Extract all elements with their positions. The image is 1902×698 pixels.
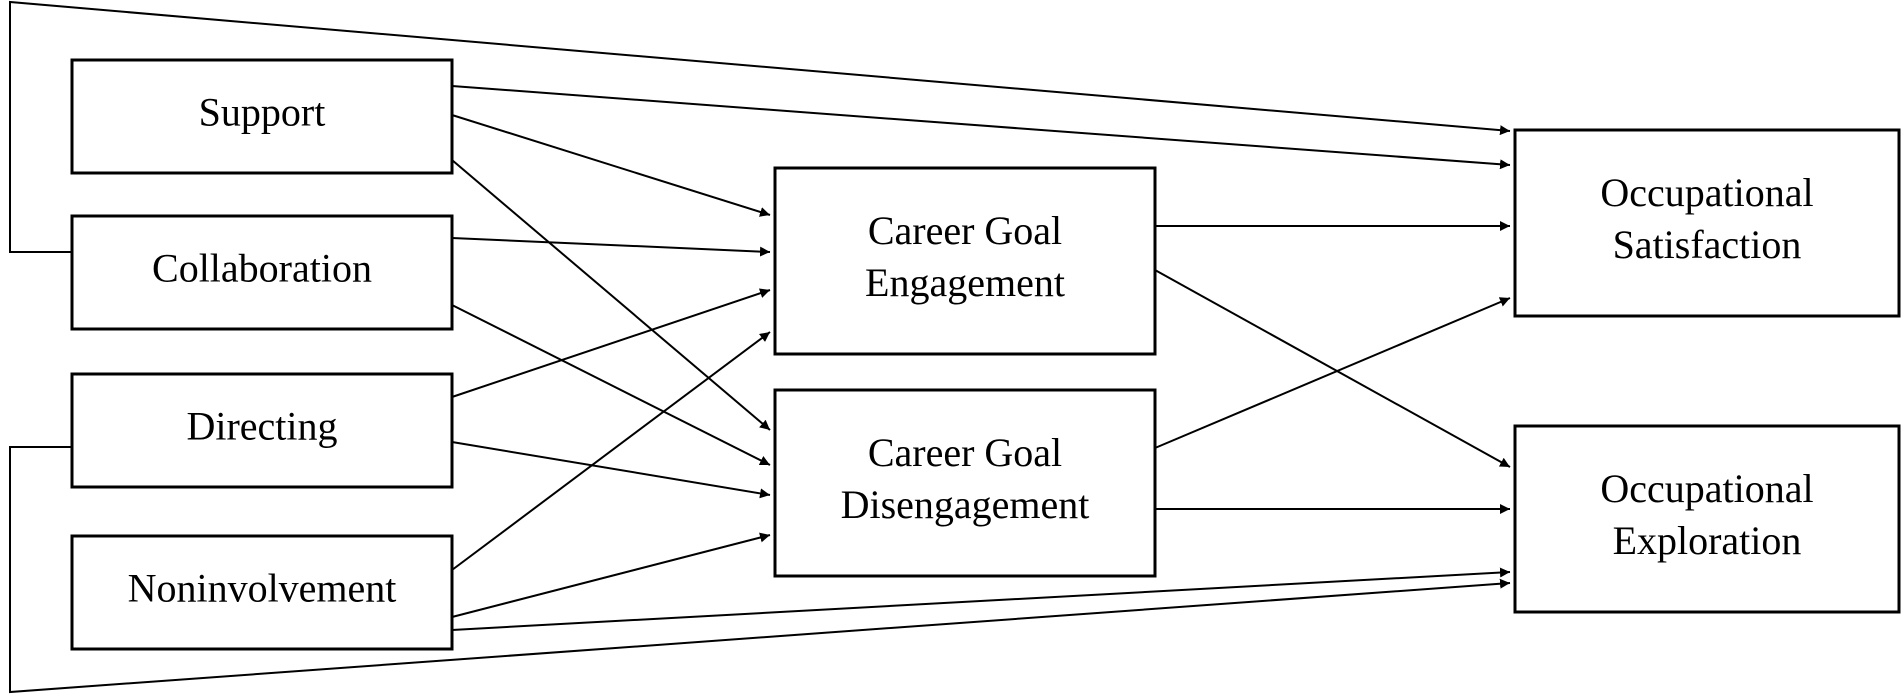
edge-noninvolvement-to-career-goal-engagement [451, 331, 771, 571]
node-label-occupational-satisfaction-line-1: Occupational [1600, 170, 1813, 215]
node-box-noninvolvement [70, 534, 454, 651]
node-label-collaboration-line-1: Collaboration [152, 246, 372, 291]
edge-support-to-occupational-satisfaction [451, 85, 1511, 170]
edge-collaboration-to-career-goal-disengagement [451, 304, 771, 466]
edge-career-goal-disengagement-to-occupational-satisfaction [1154, 297, 1511, 449]
node-box-career-goal-disengagement [773, 388, 1157, 578]
node-label-occupational-exploration-line-1: Occupational [1600, 466, 1813, 511]
node-label-career-goal-engagement-line-2: Engagement [865, 260, 1065, 305]
node-label-occupational-satisfaction-line-2: Satisfaction [1613, 222, 1802, 267]
node-box-occupational-exploration [1513, 424, 1901, 614]
node-box-directing [70, 372, 454, 489]
node-label-career-goal-disengagement-line-1: Career Goal [868, 430, 1062, 475]
node-directing: Directing [70, 372, 454, 489]
node-collaboration: Collaboration [70, 214, 454, 331]
edge-collaboration-to-occupational-satisfaction [9, 0, 1511, 253]
node-support: Support [70, 58, 454, 175]
edge-collaboration-to-career-goal-engagement [451, 237, 771, 257]
node-noninvolvement: Noninvolvement [70, 534, 454, 651]
node-label-career-goal-engagement-line-1: Career Goal [868, 208, 1062, 253]
edge-noninvolvement-to-career-goal-disengagement [451, 532, 771, 618]
node-box-collaboration [70, 214, 454, 331]
edge-directing-to-career-goal-disengagement [451, 441, 771, 499]
edge-noninvolvement-to-occupational-exploration [451, 567, 1511, 631]
node-box-occupational-satisfaction [1513, 128, 1901, 318]
node-label-occupational-exploration-line-2: Exploration [1613, 518, 1802, 563]
edge-directing-to-occupational-exploration [9, 446, 1511, 694]
edge-support-to-career-goal-engagement [451, 114, 771, 217]
node-label-directing-line-1: Directing [186, 404, 337, 449]
edge-career-goal-engagement-to-occupational-exploration [1154, 269, 1511, 468]
edge-support-to-career-goal-disengagement [451, 159, 771, 431]
node-label-support-line-1: Support [199, 90, 326, 135]
edges [9, 0, 1511, 694]
node-label-career-goal-disengagement-line-2: Disengagement [841, 482, 1090, 527]
edge-directing-to-career-goal-engagement [451, 288, 771, 398]
nodes: SupportCollaborationDirectingNoninvolvem… [70, 58, 1901, 651]
node-box-support [70, 58, 454, 175]
node-label-noninvolvement-line-1: Noninvolvement [128, 566, 397, 611]
node-box-career-goal-engagement [773, 166, 1157, 356]
